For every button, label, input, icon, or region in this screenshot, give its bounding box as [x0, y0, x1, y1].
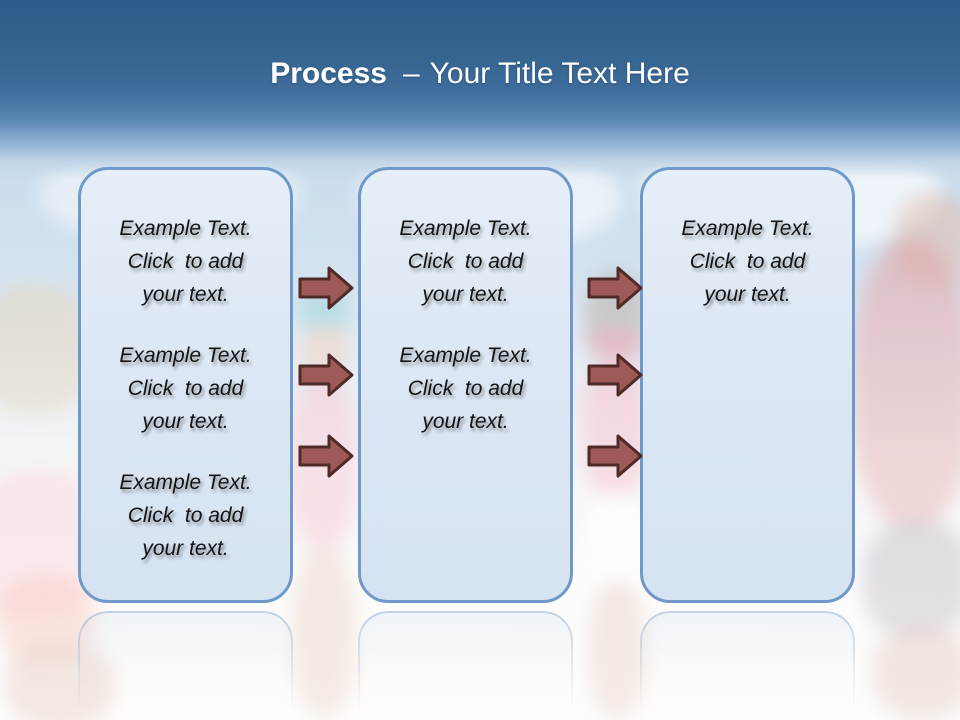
arrow-right-icon: [587, 352, 643, 398]
process-box-2[interactable]: Example Text. Click to add your text. Ex…: [358, 167, 573, 603]
placeholder-text[interactable]: Example Text. Click to add your text.: [119, 344, 252, 433]
arrow-right-icon: [298, 352, 354, 398]
box-reflection: [358, 611, 573, 720]
box-reflection: [640, 611, 855, 720]
title-rest: Your Title Text Here: [429, 57, 690, 90]
placeholder-text[interactable]: Example Text. Click to add your text.: [399, 217, 532, 306]
placeholder-text[interactable]: Example Text. Click to add your text.: [119, 217, 252, 306]
placeholder-text[interactable]: Example Text. Click to add your text.: [399, 344, 532, 433]
arrow-right-icon: [587, 265, 643, 311]
placeholder-text[interactable]: Example Text. Click to add your text.: [119, 471, 252, 560]
arrow-right-icon: [298, 265, 354, 311]
title-keyword: Process: [270, 57, 387, 90]
box-reflection: [78, 611, 293, 720]
title-separator: –: [402, 57, 420, 90]
process-box-3[interactable]: Example Text. Click to add your text.: [640, 167, 855, 603]
process-box-1[interactable]: Example Text. Click to add your text. Ex…: [78, 167, 293, 603]
slide-title: Process–Your Title Text Here: [0, 56, 960, 92]
arrow-right-icon: [298, 433, 354, 479]
arrow-right-icon: [587, 433, 643, 479]
title-bar: [0, 0, 960, 178]
placeholder-text[interactable]: Example Text. Click to add your text.: [681, 217, 814, 306]
